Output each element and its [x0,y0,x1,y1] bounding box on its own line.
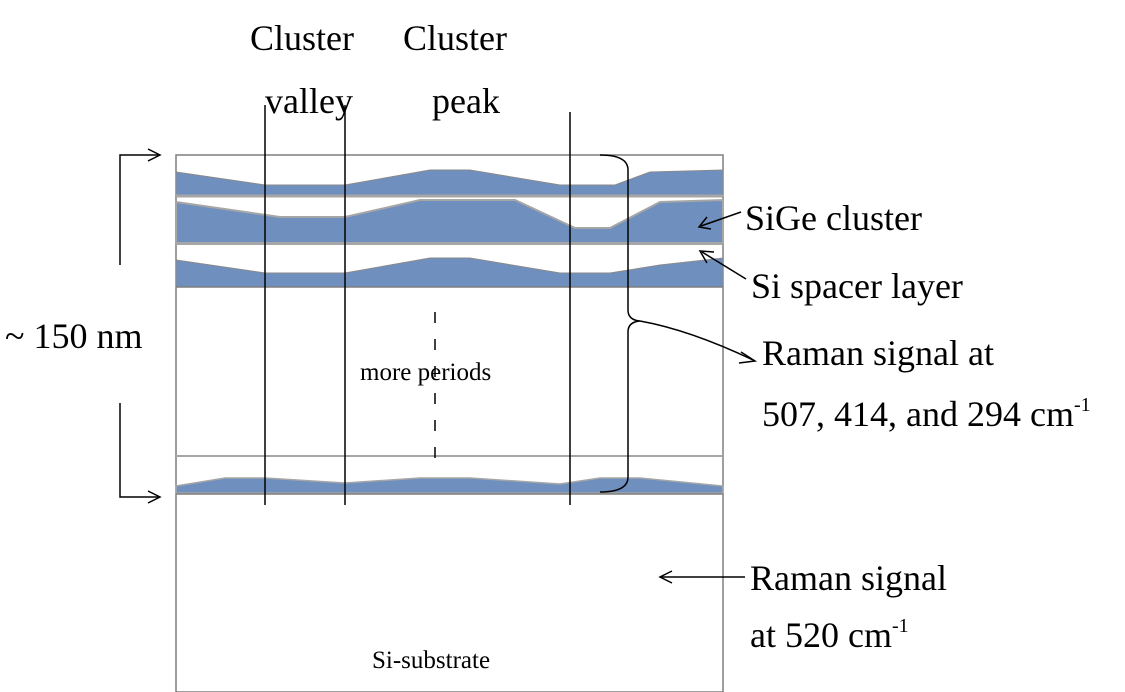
sige-cluster-arrow-line [700,211,742,227]
raman-substrate-label-line2: at 520 cm-1 [750,615,909,655]
raman-substrate-arrowhead [658,570,673,584]
raman-substrate-label-line1: Raman signal [750,558,947,598]
raman-periods-sup: -1 [1074,394,1091,416]
raman-periods-value: 507, 414, and 294 cm [762,394,1074,434]
raman-periods-label-line1: Raman signal at [762,333,994,373]
periods-brace [599,154,641,493]
cluster-valley-label-line1: Cluster [250,18,354,58]
thickness-label: ~ 150 nm [5,316,142,356]
thickness-bracket-top [119,154,158,265]
thickness-bracket-bottom [119,403,158,498]
sige-cluster-arrowhead [697,216,712,230]
si-spacer-label: Si spacer layer [751,266,963,306]
si-spacer-arrow-line [701,251,747,280]
raman-periods-label-line2: 507, 414, and 294 cm-1 [762,394,1091,434]
sige-layer-3 [175,257,724,288]
more-periods-label: more periods [360,359,491,386]
cluster-valley-label-line2: valley [265,81,353,121]
sige-layer-1 [175,169,724,197]
raman-substrate-sup: -1 [892,615,909,637]
substrate-label: Si-substrate [372,647,490,674]
sige-layer-2 [175,198,724,244]
thickness-arrowhead-top [147,148,162,162]
sige-layer-bottom [175,477,724,494]
stack-frame [175,154,724,692]
raman-periods-arrow-line [639,320,754,361]
cluster-peak-label-line1: Cluster [403,18,507,58]
raman-substrate-value: at 520 cm [750,615,892,655]
cluster-peak-label-line2: peak [432,81,500,121]
sige-cluster-label: SiGe cluster [745,198,922,238]
thickness-arrowhead-bottom [147,490,162,504]
raman-periods-arrowhead [738,351,758,364]
si-spacer-arrowhead [698,250,715,264]
